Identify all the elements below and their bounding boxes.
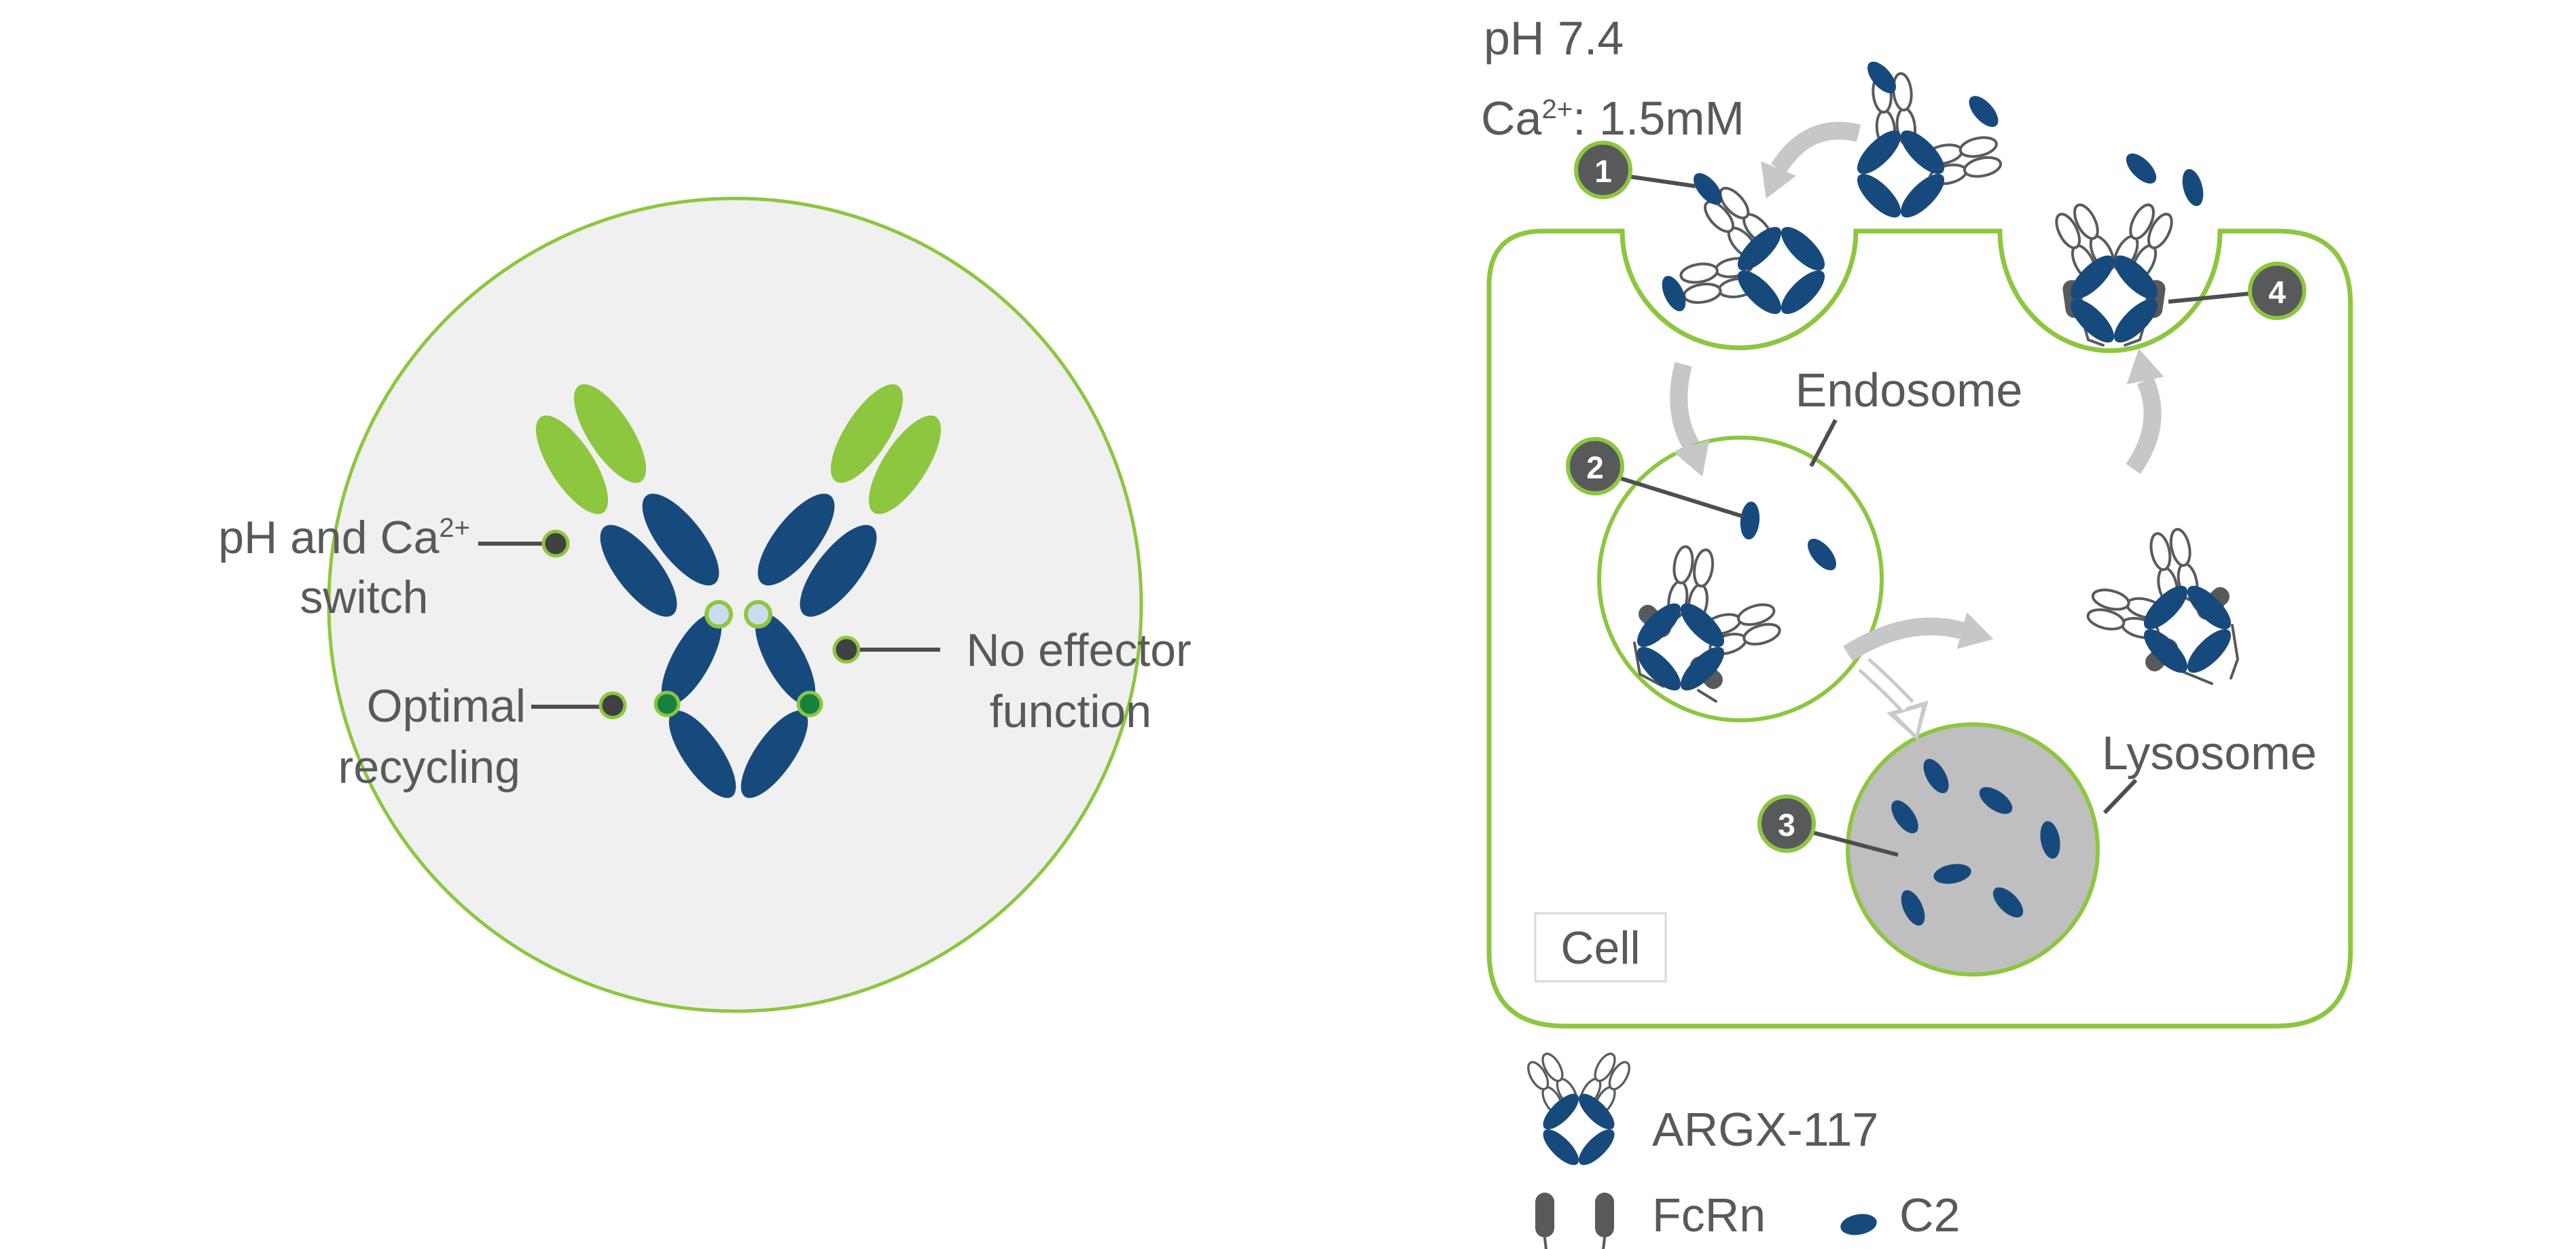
cell-membrane <box>1486 228 2353 1029</box>
c2-protein-icon <box>1891 800 1918 834</box>
fc-mutation-dot-icon <box>796 690 823 718</box>
c2-protein-icon <box>2040 821 2060 859</box>
ca-environment-label: Ca2+: 1.5mM <box>1481 92 1745 145</box>
callout-dot-icon <box>832 635 861 664</box>
recycling-arrows <box>1670 122 2164 741</box>
antibody-argx117-fcrn-recycling-icon <box>2086 527 2239 685</box>
c2-protein-icon <box>2182 169 2204 207</box>
legend-c2-label: C2 <box>1899 1189 1960 1242</box>
label-no-effector-line1: No effector <box>966 624 1191 676</box>
svg-text:4: 4 <box>2268 275 2286 310</box>
endosome-label: Endosome <box>1795 364 2023 417</box>
antibody-argx117-fcrn-membrane-icon <box>2055 203 2173 347</box>
lysosome-label: Lysosome <box>2102 726 2316 779</box>
c2-protein-icon <box>1901 890 1925 926</box>
step-marker-1: 1 <box>1574 141 1632 199</box>
fc-mutation-dot-icon <box>654 690 681 718</box>
c2-protein-icon <box>1662 275 1686 312</box>
fcrn-receptor-icon <box>1535 1193 1614 1249</box>
c2-protein-icon <box>2126 153 2157 184</box>
cell-background-circle <box>327 196 1143 1013</box>
cell-label-box: Cell <box>1534 912 1667 983</box>
c2-protein-icon <box>1923 758 1949 794</box>
cell-label: Cell <box>1560 922 1640 974</box>
legend-argx117-label: ARGX-117 <box>1652 1103 1878 1156</box>
ph-environment-label: pH 7.4 <box>1484 12 1624 65</box>
label-optimal-recycling-line2: recycling <box>338 741 520 793</box>
legend: ARGX-117 FcRn C2 <box>1535 1103 1960 1249</box>
antibody-argx117-fcrn-endosome-icon <box>1633 545 1781 703</box>
step-marker-4: 4 <box>2248 262 2306 320</box>
glycan-dot-icon <box>744 600 772 629</box>
antibody-argx117-large-icon <box>535 384 942 798</box>
callout-dot-icon <box>598 691 627 720</box>
c2-protein-icon <box>1992 887 2024 918</box>
c2-protein-icon <box>1867 61 1896 94</box>
antibody-icons <box>1527 72 2239 1165</box>
c2-protein-icon <box>1979 787 2013 814</box>
endosome-circle <box>1597 436 1884 722</box>
c2-protein-icon <box>1969 96 1999 127</box>
c2-protein-icon <box>1840 1214 1877 1235</box>
c2-molecules <box>1662 61 2204 926</box>
svg-text:3: 3 <box>1778 807 1795 843</box>
legend-fcrn-label: FcRn <box>1652 1189 1766 1242</box>
left-panel: pH and Ca2+ switch Optimal recycling No … <box>218 196 1192 1013</box>
callout-dot-icon <box>541 529 570 558</box>
step-marker-2: 2 <box>1566 437 1624 495</box>
label-ph-ca-switch-line2: switch <box>300 571 429 623</box>
callout-ph-ca-switch: pH and Ca2+ switch <box>218 512 570 623</box>
callout-no-effector-function: No effector function <box>832 624 1192 737</box>
endosome-pointer-line <box>1809 419 1838 468</box>
svg-text:1: 1 <box>1594 154 1612 189</box>
label-ph-ca-switch-line1: pH and Ca2+ <box>218 512 470 563</box>
lysosome-pointer-line <box>2103 778 2138 815</box>
antibody-argx117-extracellular-icon <box>1857 72 2003 218</box>
c2-protein-icon <box>1694 173 1722 205</box>
step-marker-3: 3 <box>1757 794 1816 853</box>
label-no-effector-line2: function <box>990 686 1151 737</box>
callout-optimal-recycling: Optimal recycling <box>338 680 627 793</box>
c2-protein-icon <box>1740 502 1760 540</box>
c2-protein-icon <box>1933 864 1971 884</box>
c2-protein-icon <box>1808 538 1836 571</box>
step-markers: 1 2 3 4 <box>1566 141 2306 857</box>
svg-text:2: 2 <box>1586 450 1604 485</box>
label-optimal-recycling-line1: Optimal <box>367 680 526 732</box>
legend-antibody-icon <box>1527 1053 1630 1165</box>
glycan-dot-icon <box>704 600 733 629</box>
right-panel: pH 7.4 Ca2+: 1.5mM Endosome Lysosome Cel… <box>1481 12 2353 1249</box>
antibody-argx117-in-pit-icon <box>1679 186 1825 315</box>
